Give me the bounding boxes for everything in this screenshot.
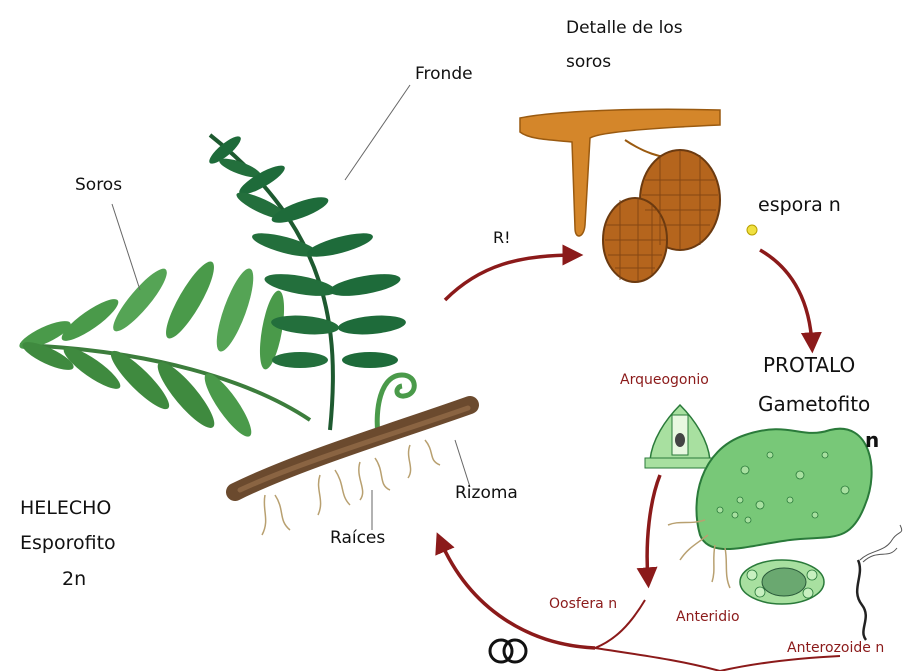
arrow-fertilization-to-sporophyte	[440, 540, 595, 648]
label-raices: Raíces	[330, 528, 385, 548]
left-frond	[16, 256, 310, 441]
label-r: R!	[493, 228, 511, 247]
label-esporofito: Esporofito	[20, 532, 116, 554]
antherozoid-illustration	[857, 525, 902, 640]
fern-sporophyte-illustration	[16, 85, 470, 535]
label-n-gametophyte: n	[865, 428, 879, 452]
label-fronde: Fronde	[415, 64, 473, 84]
arrow-archegonium-to-oosphere	[647, 475, 660, 580]
label-detalle: Detalle de los	[566, 18, 683, 38]
spore-dot	[747, 225, 757, 235]
label-arqueogonio: Arqueogonio	[620, 372, 709, 388]
label-anteridio: Anteridio	[676, 609, 740, 625]
rhizome	[235, 405, 470, 492]
archegonium-illustration	[645, 405, 715, 468]
arrow-spore-to-prothallus	[760, 250, 812, 345]
label-gametofito: Gametofito	[758, 392, 870, 416]
label-oosfera: Oosfera n	[549, 596, 617, 612]
label-anterozoide: Anterozoide n	[787, 640, 884, 656]
label-soros: Soros	[75, 175, 122, 195]
antheridium-illustration	[740, 560, 824, 604]
label-espora: espora n	[758, 194, 841, 216]
label-rizoma: Rizoma	[455, 483, 518, 503]
arrow-sporophyte-to-sori	[445, 255, 575, 300]
label-soros-detail: soros	[566, 52, 611, 72]
label-protalo: PROTALO	[763, 353, 855, 377]
label-helecho: HELECHO	[20, 497, 111, 519]
fertilization-symbol	[490, 640, 526, 662]
label-2n: 2n	[62, 568, 86, 590]
